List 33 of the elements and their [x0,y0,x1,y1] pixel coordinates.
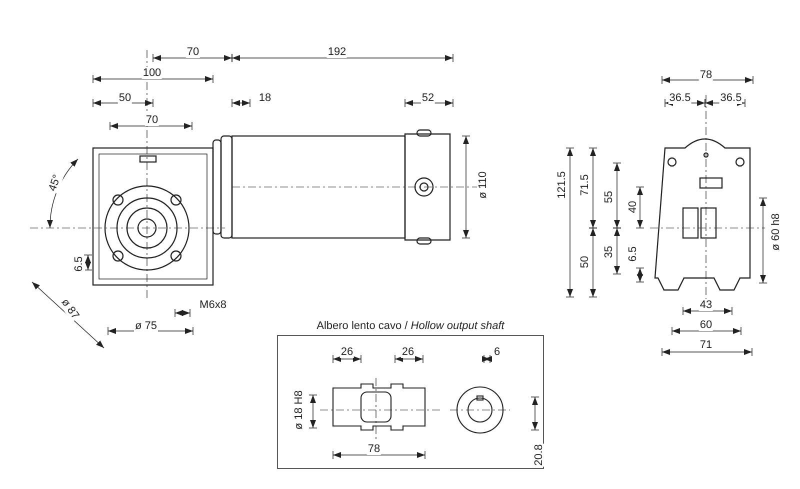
dimension-label: 45° [46,172,64,194]
dimension-label: 71.5 [579,173,591,197]
dimension-label: 192 [326,46,348,58]
dimension-label: 70 [144,114,160,126]
dimension-label: ø 18 H8 [293,389,305,431]
dimension-label: 100 [142,67,162,79]
dimension-label: 60 [698,319,714,331]
dimension-label: 20.8 [533,443,545,467]
dimension-label: 52 [420,92,436,104]
dimension-label: M6x8 [198,299,228,311]
dimension-label: 6.5 [73,255,85,273]
dimension-label: 55 [603,190,615,204]
dimension-label: 50 [579,254,591,270]
dimension-label: 35 [603,244,615,260]
dimension-label: 70 [186,46,200,58]
dimension-label: 26 [340,346,354,358]
dimension-label: ø 75 [134,320,158,332]
dimension-label: 36.5 [719,92,743,104]
dimension-label: 40 [627,200,639,214]
dimension-label: 6 [492,346,502,358]
dimension-label: 78 [366,443,382,455]
dimension-label: 121.5 [556,170,568,200]
dimension-label: 43 [698,299,714,311]
dimension-label: 18 [258,92,272,104]
dimension-label: 78 [698,69,714,81]
dimension-label: ø 110 [477,170,489,200]
dimension-label: 36.5 [668,92,692,104]
dimension-label: 71 [698,339,714,351]
dimension-label: 26 [400,346,416,358]
dimension-label: 50 [118,92,132,104]
dimension-label: ø 60 h8 [770,212,782,252]
dimension-label: 6.5 [627,245,639,263]
inset-heading: Albero lento cavo / Hollow output shaft [316,319,504,333]
